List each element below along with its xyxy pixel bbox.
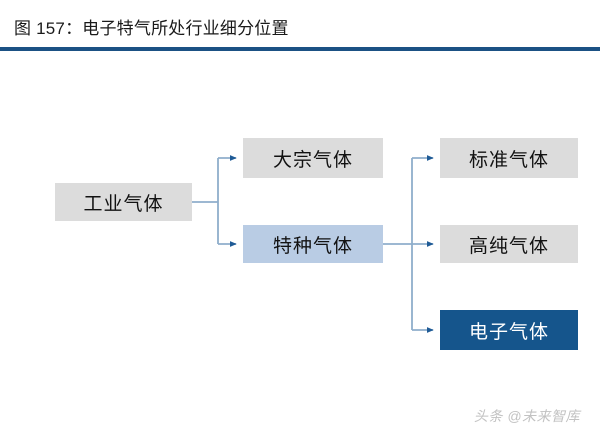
- node-label: 工业气体: [83, 193, 164, 215]
- node-standard-gas[interactable]: 标准气体: [440, 138, 578, 178]
- node-bulk-gas[interactable]: 大宗气体: [243, 138, 383, 178]
- edge-specialty-to-level3: [383, 155, 434, 333]
- header-divider: [0, 47, 600, 51]
- node-electronic-gas[interactable]: 电子气体: [440, 310, 578, 350]
- node-high-purity-gas[interactable]: 高纯气体: [440, 225, 578, 263]
- node-label: 高纯气体: [468, 235, 549, 257]
- node-label: 标准气体: [468, 149, 549, 171]
- watermark: 头条 @未来智库: [473, 408, 580, 424]
- edge-industrial-to-level2: [192, 155, 237, 247]
- node-industrial-gas[interactable]: 工业气体: [55, 183, 192, 221]
- node-label: 大宗气体: [272, 149, 353, 171]
- industry-segmentation-diagram: 工业气体 大宗气体 特种气体 标准气体 高纯气体 电子气体: [0, 52, 600, 438]
- connector-layer: [192, 155, 434, 333]
- node-specialty-gas[interactable]: 特种气体: [243, 225, 383, 263]
- node-label: 特种气体: [272, 235, 353, 257]
- node-label: 电子气体: [468, 321, 549, 343]
- page-title: 图 157：电子特气所处行业细分位置: [14, 19, 289, 38]
